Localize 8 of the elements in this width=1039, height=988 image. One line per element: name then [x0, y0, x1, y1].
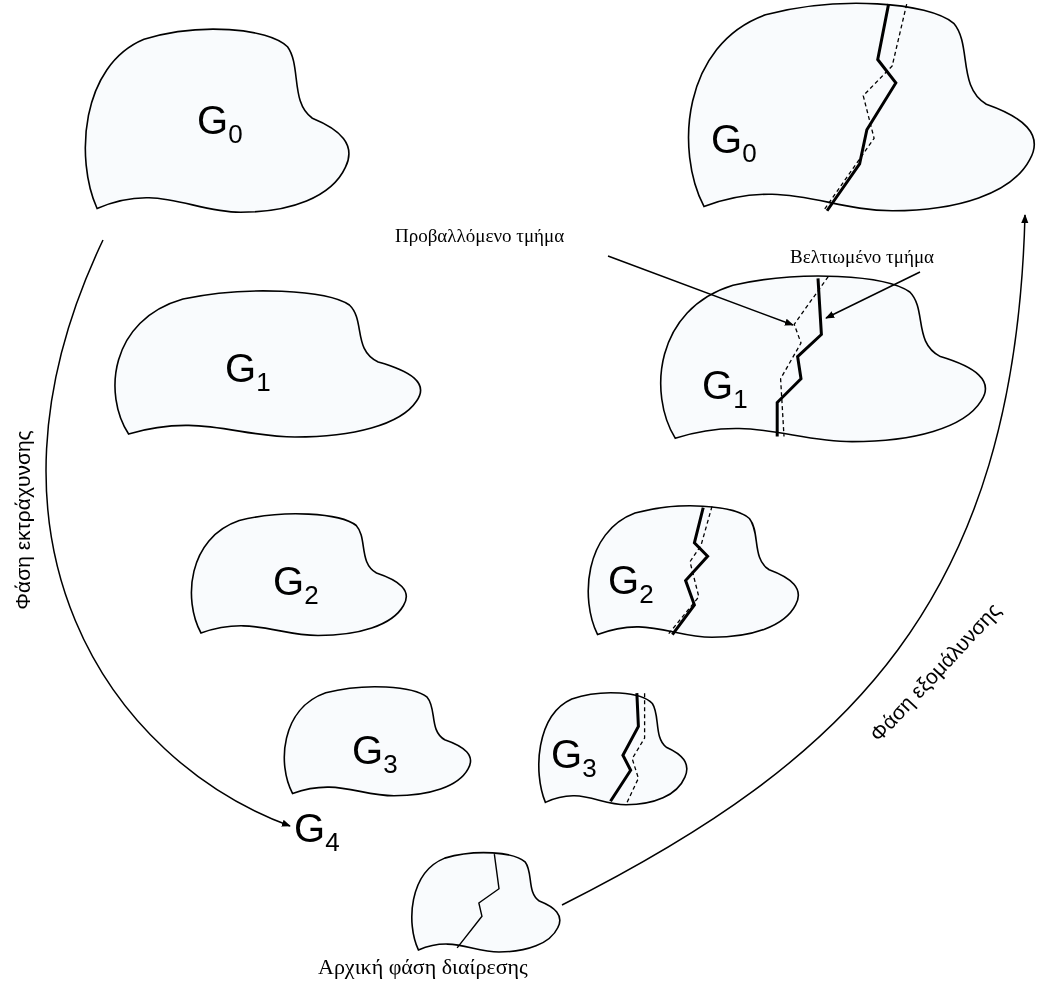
curved-arrow: [561, 214, 1029, 906]
callout-label: Προβαλλόμενο τμήμα: [395, 224, 565, 248]
leader-line: [825, 271, 921, 319]
leader-line: [607, 255, 794, 326]
edge-label: Φάση εκτράχυνσης: [11, 430, 33, 610]
callout-label: Βελτιωμένο τμήμα: [790, 245, 935, 269]
curved-arrow: [45, 239, 291, 827]
caption: Αρχική φάση διαίρεσης: [318, 956, 528, 978]
